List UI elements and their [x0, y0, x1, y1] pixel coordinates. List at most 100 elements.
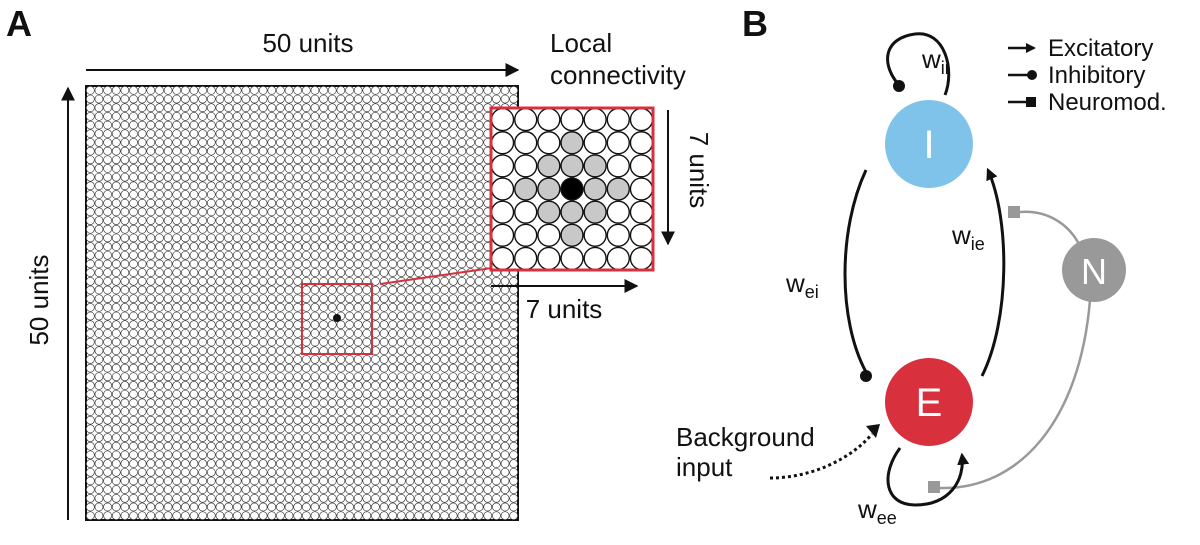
grid-unit	[483, 86, 493, 95]
grid-unit	[163, 320, 173, 330]
grid-unit	[94, 441, 104, 451]
grid-unit	[224, 112, 233, 121]
grid-unit	[111, 207, 121, 217]
grid-unit	[155, 355, 164, 364]
grid-unit	[466, 363, 475, 373]
grid-unit	[474, 346, 484, 356]
grid-unit	[319, 294, 328, 303]
grid-unit	[276, 207, 285, 217]
grid-unit	[206, 459, 216, 468]
grid-unit	[241, 433, 251, 442]
grid-unit	[345, 112, 354, 121]
grid-unit	[94, 250, 104, 260]
grid-unit	[353, 441, 363, 451]
grid-unit	[146, 285, 156, 295]
grid-unit	[94, 502, 104, 512]
grid-unit	[310, 190, 320, 199]
grid-unit	[137, 363, 147, 373]
grid-unit	[345, 120, 354, 130]
grid-unit	[362, 250, 372, 260]
grid-unit	[94, 276, 104, 286]
grid-unit	[457, 138, 467, 147]
grid-unit	[276, 311, 285, 321]
grid-unit	[492, 337, 501, 347]
grid-unit	[302, 259, 311, 269]
grid-unit	[276, 250, 285, 260]
grid-unit	[258, 424, 268, 434]
grid-unit	[129, 112, 138, 121]
grid-unit	[492, 294, 501, 303]
grid-unit	[250, 407, 259, 416]
grid-unit	[388, 198, 398, 208]
grid-unit	[181, 276, 190, 286]
grid-unit	[388, 181, 398, 191]
grid-unit	[276, 459, 285, 468]
grid-unit	[405, 337, 415, 347]
grid-unit	[146, 485, 156, 494]
grid-unit	[224, 329, 233, 338]
grid-unit	[327, 476, 337, 486]
inset-unit	[490, 131, 515, 155]
grid-unit	[206, 511, 216, 520]
grid-unit	[440, 337, 449, 347]
panel-a: A 50 units 50 units Local connectivity 7…	[6, 3, 714, 521]
grid-unit	[310, 216, 320, 225]
grid-unit	[172, 433, 182, 442]
grid-unit	[379, 268, 389, 277]
grid-unit	[414, 459, 423, 468]
grid-unit	[414, 493, 423, 503]
grid-unit	[379, 467, 389, 477]
grid-unit	[232, 216, 242, 225]
grid-unit	[215, 198, 225, 208]
grid-unit	[388, 112, 398, 121]
grid-unit	[466, 320, 475, 330]
grid-unit	[198, 268, 207, 277]
grid-unit	[319, 485, 328, 494]
grid-unit	[250, 233, 259, 243]
grid-unit	[457, 224, 467, 234]
grid-unit	[500, 94, 510, 104]
grid-unit	[379, 485, 389, 494]
grid-unit	[181, 398, 190, 408]
grid-unit	[137, 112, 147, 121]
grid-unit	[181, 259, 190, 269]
grid-unit	[241, 493, 251, 503]
grid-unit	[414, 207, 423, 217]
grid-unit	[215, 181, 225, 191]
grid-unit	[422, 294, 432, 303]
grid-unit	[345, 355, 354, 364]
grid-unit	[474, 493, 484, 503]
grid-unit	[405, 129, 415, 139]
grid-unit	[388, 172, 398, 182]
grid-unit	[215, 363, 225, 373]
grid-unit	[362, 285, 372, 295]
grid-unit	[232, 138, 242, 147]
grid-unit	[310, 138, 320, 147]
grid-unit	[405, 355, 415, 364]
grid-unit	[284, 389, 294, 399]
grid-unit	[448, 164, 458, 173]
grid-unit	[129, 138, 138, 147]
grid-unit	[206, 216, 216, 225]
grid-unit	[353, 433, 363, 442]
grid-unit	[336, 259, 346, 269]
grid-unit	[509, 415, 518, 425]
inset-unit	[606, 223, 630, 247]
grid-unit	[440, 441, 449, 451]
grid-unit	[345, 242, 354, 251]
grid-unit	[397, 164, 406, 173]
grid-unit	[319, 207, 328, 217]
grid-unit	[336, 216, 346, 225]
grid-unit	[111, 172, 121, 182]
grid-unit	[405, 407, 415, 416]
grid-unit	[241, 172, 251, 182]
grid-unit	[146, 172, 156, 182]
grid-unit	[215, 242, 225, 251]
grid-unit	[457, 250, 467, 260]
grid-unit	[94, 242, 104, 251]
grid-unit	[232, 311, 242, 321]
grid-unit	[371, 389, 380, 399]
grid-unit	[362, 502, 372, 512]
grid-unit	[353, 181, 363, 191]
grid-unit	[181, 250, 190, 260]
